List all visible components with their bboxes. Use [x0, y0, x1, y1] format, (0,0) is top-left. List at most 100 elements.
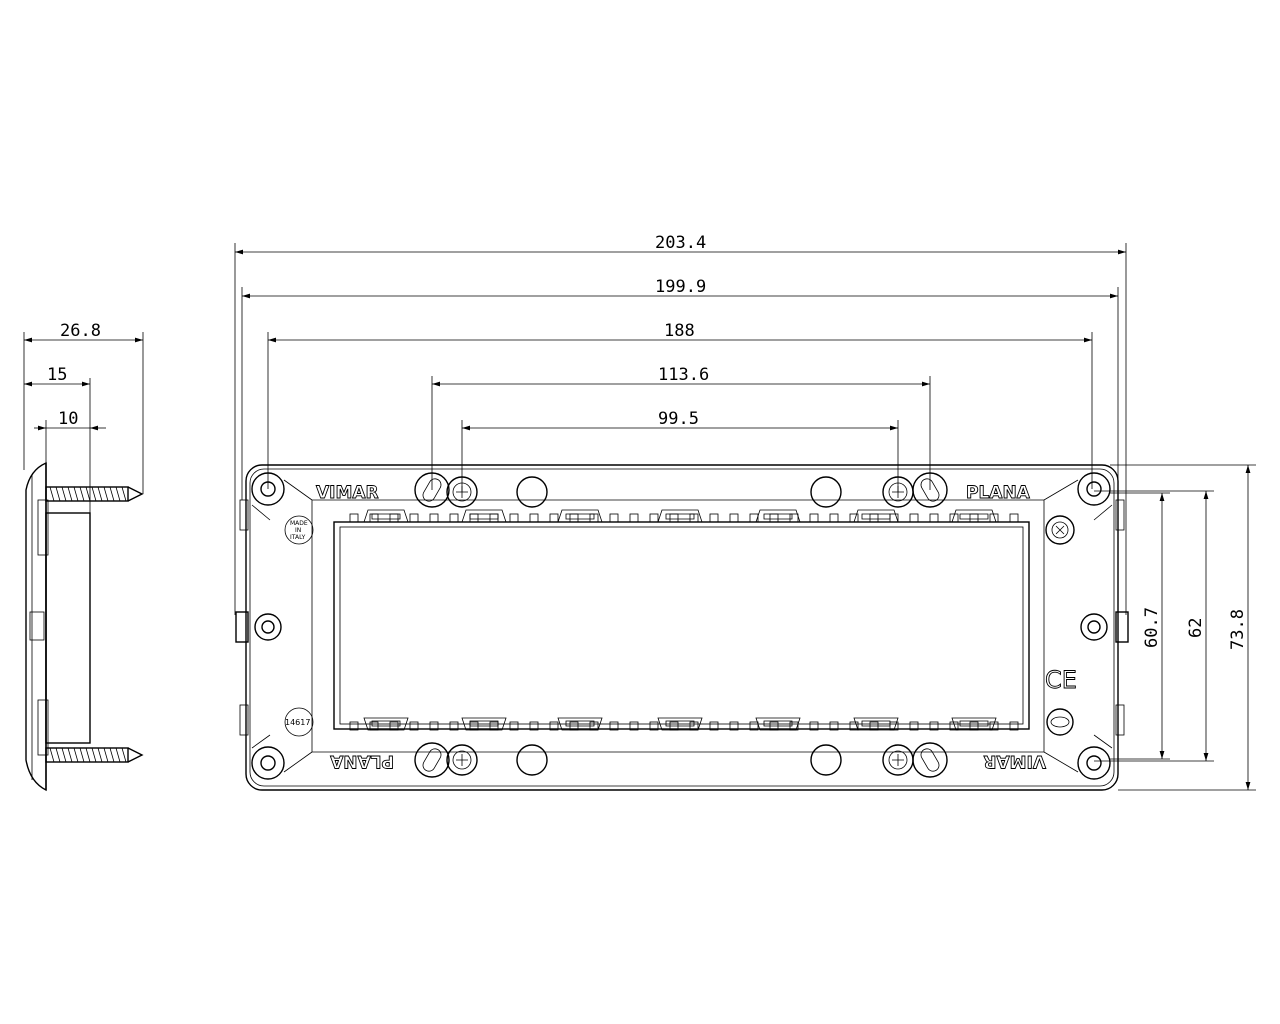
dim-side-10: 10 [58, 409, 78, 429]
rail-notch [709, 513, 719, 523]
corner-holes [251, 472, 1113, 780]
imq-mark [1045, 515, 1075, 545]
rail-notch [349, 513, 359, 523]
rail-notch [629, 721, 639, 731]
rail-notch [989, 721, 999, 731]
rail-notch [989, 513, 999, 523]
rail-notch [809, 513, 819, 523]
rail-notch [889, 513, 899, 523]
dim-203-4: 203.4 [655, 233, 706, 253]
module-clip [363, 509, 409, 523]
rail-notch [389, 721, 399, 731]
rail-notch [769, 513, 779, 523]
rail-notch [429, 721, 439, 731]
rail-notch [829, 513, 839, 523]
front-view: VIMAR PLANA VIMAR PLANA MADE IN ITALY 14… [234, 233, 1256, 791]
brand-top: VIMAR [316, 483, 379, 503]
rail-notch [969, 721, 979, 731]
module-clip [657, 509, 703, 523]
top-screw-holes [414, 472, 948, 508]
rail-notch [669, 513, 679, 523]
rail-notch [589, 513, 599, 523]
rail-notch [589, 721, 599, 731]
ce-mark: CE [1045, 666, 1078, 695]
rail-notch [529, 513, 539, 523]
rail-notch [729, 721, 739, 731]
rail-notch [689, 513, 699, 523]
rail-notch [949, 721, 959, 731]
dim-199-9: 199.9 [655, 277, 706, 297]
svg-text:CE: CE [1045, 666, 1077, 694]
rail-notch [829, 721, 839, 731]
module-clip [363, 717, 409, 731]
brand-bottom: VIMAR [983, 751, 1046, 771]
horizontal-dimensions: 203.4 199.9 188 113.6 99.5 [234, 233, 1127, 615]
rail-notch [569, 721, 579, 731]
dim-side-depth: 26.8 [60, 321, 101, 341]
rail-notch [369, 513, 379, 523]
rail-notch [449, 513, 459, 523]
rail-notch [609, 721, 619, 731]
dim-99-5: 99.5 [658, 409, 699, 429]
rail-notch [649, 721, 659, 731]
rail-notch [549, 721, 559, 731]
vertical-dimensions: 73.8 62 60.7 [1094, 464, 1256, 791]
rail-notch [409, 513, 419, 523]
rail-notch [449, 721, 459, 731]
rail-notch [489, 721, 499, 731]
rail-notch [889, 721, 899, 731]
rail-notch [929, 513, 939, 523]
module-clip [755, 509, 801, 523]
svg-text:14617: 14617 [285, 718, 310, 727]
dim-113-6: 113.6 [658, 365, 709, 385]
rail-notch [749, 721, 759, 731]
dim-73-8: 73.8 [1228, 609, 1248, 650]
rail-notch [689, 721, 699, 731]
rail-notch [469, 513, 479, 523]
screw-top [45, 486, 144, 502]
screw-bottom [45, 747, 144, 763]
rail-notch [709, 721, 719, 731]
rail-notch [429, 513, 439, 523]
rail-notch [869, 721, 879, 731]
rail-notch [849, 513, 859, 523]
dim-188: 188 [664, 321, 695, 341]
dim-side-15: 15 [47, 365, 67, 385]
rail-notch [909, 721, 919, 731]
bottom-screw-holes [414, 742, 948, 778]
svg-text:MADE: MADE [290, 520, 308, 527]
side-view: 26.8 15 10 [23, 321, 144, 792]
rail-notch [929, 721, 939, 731]
rail-notch [949, 513, 959, 523]
rail-notch [509, 513, 519, 523]
rail-notch [669, 721, 679, 731]
rail-notch [769, 721, 779, 731]
rail-notch [969, 513, 979, 523]
rail-notch [809, 721, 819, 731]
rail-notch [909, 513, 919, 523]
svg-text:ITALY: ITALY [290, 534, 306, 541]
rail-notch [389, 513, 399, 523]
rail-notch [569, 513, 579, 523]
module-clip [951, 509, 997, 523]
rail-notch [489, 513, 499, 523]
product-bottom: PLANA [329, 751, 394, 771]
rail-notch [409, 721, 419, 731]
rail-notch [789, 721, 799, 731]
certification-mark [1046, 708, 1074, 736]
rail-notch [349, 721, 359, 731]
rail-notch [729, 513, 739, 523]
rail-notch [529, 721, 539, 731]
code-stamp: 14617 [284, 707, 314, 737]
module-clip [461, 509, 507, 523]
rail-notch [609, 513, 619, 523]
rail-notch [869, 513, 879, 523]
rail-notch [469, 721, 479, 731]
dim-60-7: 60.7 [1142, 607, 1162, 648]
module-clips [349, 509, 1019, 731]
rail-notch [629, 513, 639, 523]
made-in-italy-stamp: MADE IN ITALY [284, 515, 314, 545]
rail-notch [1009, 721, 1019, 731]
rail-notch [1009, 513, 1019, 523]
